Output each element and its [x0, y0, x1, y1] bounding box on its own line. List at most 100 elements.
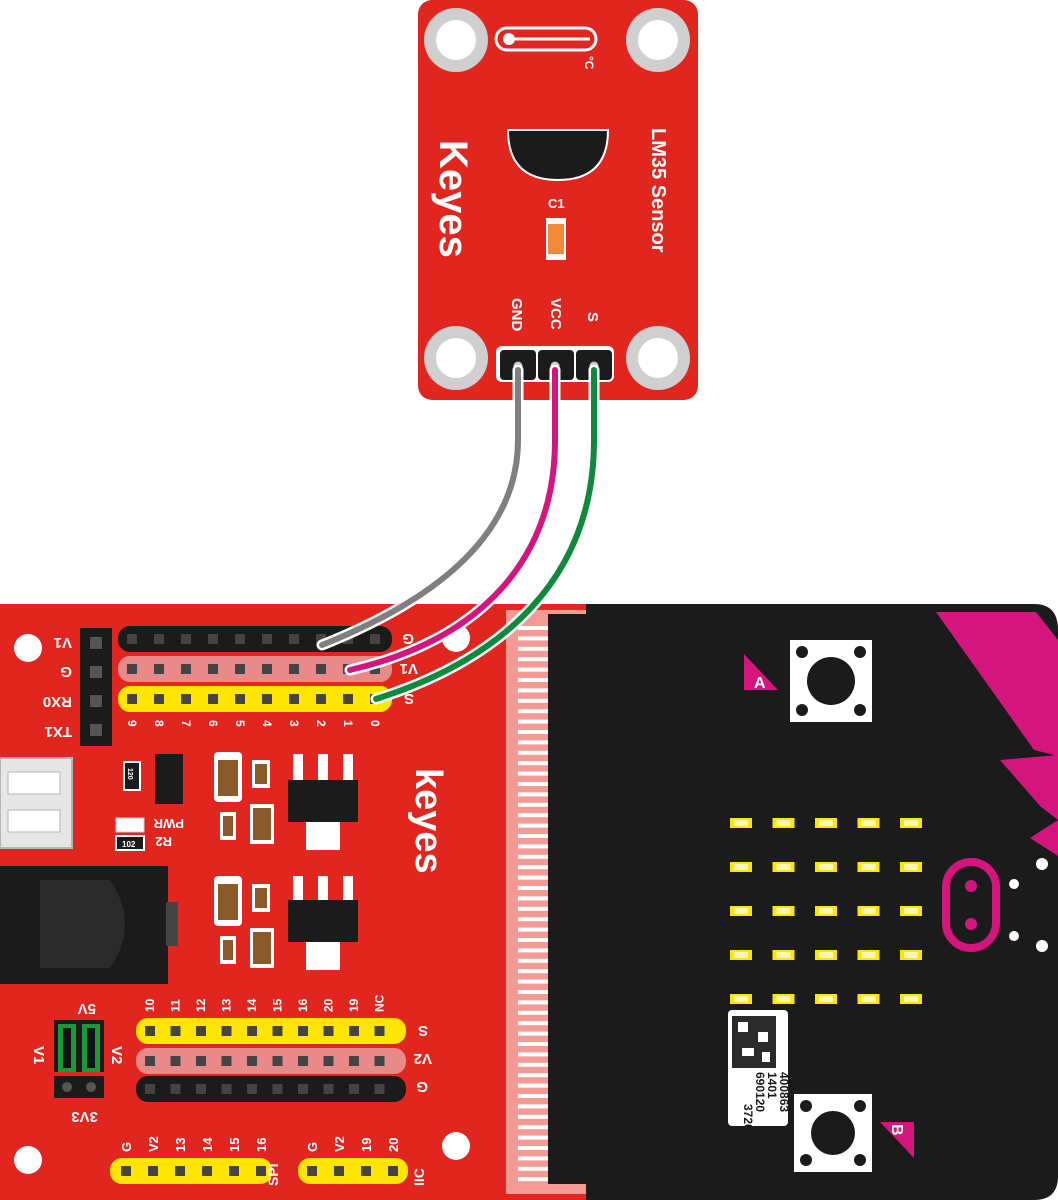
spi-pin-label: 14: [200, 1137, 215, 1152]
header-pin: [272, 1056, 283, 1066]
microbit-logo-icon: [942, 858, 1048, 952]
header-pin: [235, 664, 245, 674]
capacitor-icon: [546, 218, 566, 260]
header-pin: [221, 1026, 232, 1036]
jumper-label-v1: V1: [30, 1046, 47, 1064]
lm35-chip: [506, 129, 610, 182]
pin-number: 13: [220, 998, 234, 1012]
led-highlight: [819, 996, 833, 1002]
shield-brand: keyes: [407, 768, 449, 874]
led-highlight: [734, 864, 748, 870]
spi-header: [110, 1158, 272, 1184]
edge-contact: [518, 730, 548, 734]
resistor-120: [123, 761, 141, 791]
edge-contact: [518, 1021, 548, 1026]
pin-label-vcc: VCC: [547, 298, 564, 330]
pin-number: 5: [233, 720, 247, 727]
header-pin: [289, 634, 299, 644]
edge-contact: [518, 1146, 548, 1150]
header-pin: [208, 694, 218, 704]
led-highlight: [819, 908, 833, 914]
header-label-rx0: RX0: [43, 693, 72, 710]
edge-contact: [518, 1083, 548, 1088]
header-pin: [349, 1084, 359, 1094]
capacitor-icon: [252, 884, 270, 912]
header-pin: [196, 1026, 206, 1036]
header-pin: [121, 1166, 131, 1176]
resistor-120-label: 120: [126, 768, 133, 780]
header-pin: [316, 634, 326, 644]
wire-s: [373, 367, 597, 702]
header-pin: [323, 1026, 334, 1036]
edge-contact: [518, 958, 548, 963]
iic-pin-label: 19: [359, 1138, 374, 1152]
row-label-s-bottom: S: [418, 1022, 428, 1039]
edge-contact: [518, 667, 548, 672]
pin-number: 0: [368, 720, 382, 727]
led-highlight: [776, 996, 791, 1002]
edge-contact: [518, 886, 548, 890]
qr-line-4: 3720: [741, 1104, 755, 1131]
edge-contact: [518, 792, 548, 797]
led-highlight: [776, 952, 791, 958]
mounting-hole-icon: [424, 326, 488, 390]
header-pin: [370, 634, 380, 644]
header-pin: [262, 694, 272, 704]
jst-connector: [0, 757, 73, 849]
pin-number: 11: [169, 999, 183, 1012]
led-matrix: [730, 818, 922, 1004]
header-pin: [181, 664, 191, 674]
pin-number: 15: [271, 998, 285, 1012]
led-highlight: [904, 864, 918, 870]
capacitor-label: C1: [548, 196, 565, 211]
button-a[interactable]: [790, 640, 872, 722]
jumper-label-5v: 5V: [78, 1000, 96, 1017]
sensor-name: LM35 Sensor: [647, 128, 669, 253]
header-pin: [145, 1056, 155, 1066]
header-pin: [127, 634, 137, 644]
header-pin: [334, 1166, 344, 1176]
header-pin: [247, 1056, 257, 1066]
spi-title: SPI: [265, 1163, 281, 1186]
qr-line-1: 400863: [777, 1072, 791, 1112]
button-b[interactable]: [794, 1094, 872, 1172]
qr-label: [728, 1010, 788, 1126]
pin-number: NC: [373, 994, 387, 1012]
capacitor-icon: [220, 812, 236, 840]
led-highlight: [904, 996, 918, 1002]
header-pin: [247, 1084, 257, 1094]
edge-contact: [518, 678, 548, 682]
edge-contact: [518, 1104, 548, 1109]
header-pin: [208, 664, 218, 674]
header-pin: [154, 694, 164, 704]
header-pin: [349, 1026, 359, 1036]
led-highlight: [861, 864, 876, 870]
pin-number: 7: [179, 720, 193, 727]
header-pin: [289, 694, 299, 704]
iic-pin-label: V2: [332, 1136, 347, 1152]
edge-contact: [518, 948, 548, 953]
header-pin: [298, 1026, 308, 1036]
header-pin: [181, 634, 191, 644]
spi-pin-label: 15: [227, 1138, 242, 1152]
voltage-jumper: [54, 1020, 104, 1098]
edge-contact: [518, 1052, 548, 1057]
resistor-r2-label: R2: [155, 834, 172, 849]
header-pin: [127, 694, 137, 704]
spi-pin-label: G: [119, 1142, 134, 1152]
led-highlight: [734, 908, 748, 914]
header-pin: [256, 1166, 266, 1176]
row-label-g-bottom: G: [416, 1078, 428, 1095]
header-pin: [374, 1084, 385, 1094]
jumper-wires: [316, 361, 600, 705]
iic-title: IIC: [411, 1168, 427, 1186]
led-highlight: [776, 864, 791, 870]
led-highlight: [861, 952, 876, 958]
edge-contact: [518, 823, 548, 828]
mounting-hole-icon: [626, 326, 690, 390]
header-pin: [221, 1084, 232, 1094]
jumper-label-v2: V2: [108, 1046, 125, 1064]
header-pin: [307, 1166, 317, 1176]
header-pin: [148, 1166, 158, 1176]
edge-contact: [518, 927, 548, 932]
